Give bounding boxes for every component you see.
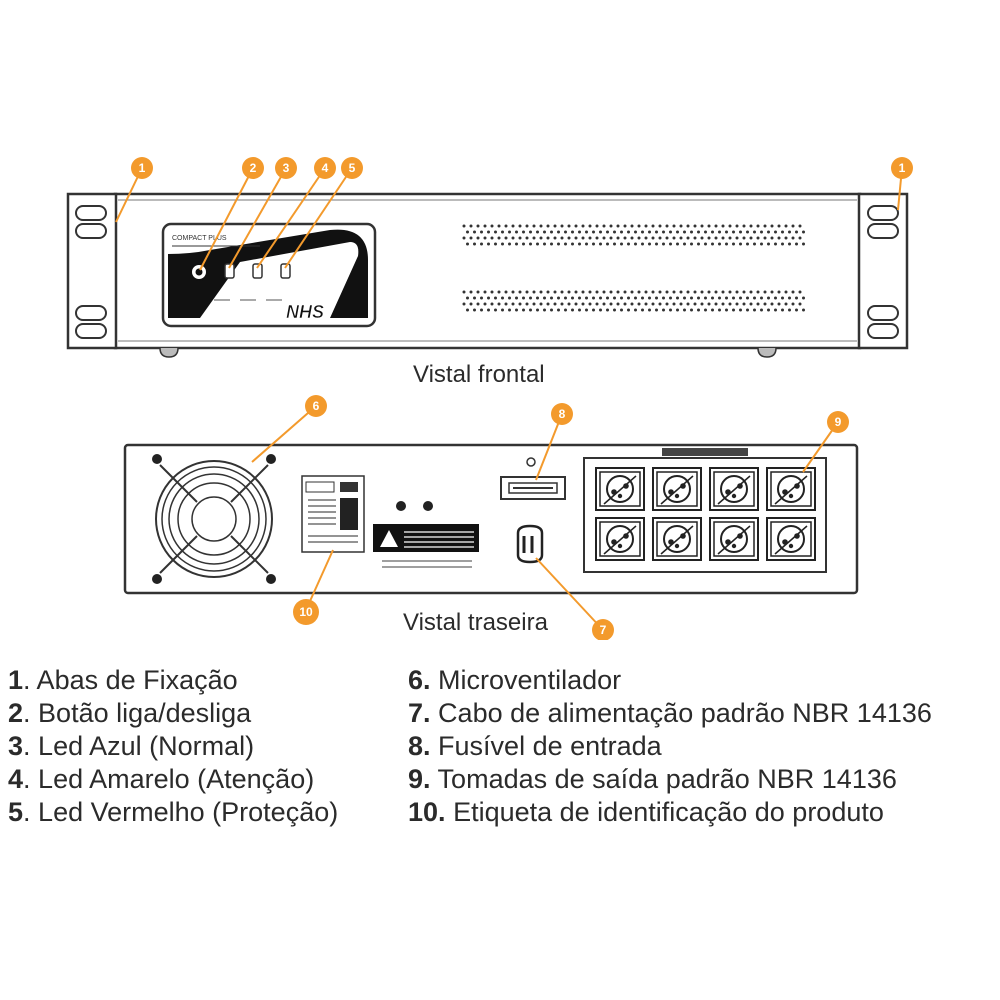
rear-view-caption: Vistal traseira <box>403 609 549 636</box>
svg-text:10: 10 <box>299 605 313 619</box>
callout-badge: 4 <box>314 157 336 179</box>
rear-screw <box>423 501 433 511</box>
warning-label <box>373 524 479 568</box>
output-socket <box>709 517 759 561</box>
output-socket <box>766 467 816 511</box>
svg-text:7: 7 <box>600 623 607 637</box>
front-view: COMPACT PLUS NHS <box>66 192 909 358</box>
svg-text:3: 3 <box>283 161 290 175</box>
callout-badge: 1 <box>131 157 153 179</box>
output-socket <box>595 467 645 511</box>
input-fuse[interactable] <box>500 457 566 500</box>
product-id-label <box>301 475 365 553</box>
legend-item: 6. Microventilador <box>408 665 622 695</box>
rear-view <box>123 443 859 595</box>
callout-badge: 7 <box>592 619 614 640</box>
panel-model-label: COMPACT PLUS <box>172 235 227 242</box>
svg-text:5: 5 <box>349 161 356 175</box>
front-view-caption: Vistal frontal <box>413 361 545 388</box>
led-red <box>280 263 291 279</box>
fan <box>152 454 276 584</box>
legend-left-column: 1. Abas de Fixação 2. Botão liga/desliga… <box>8 664 338 829</box>
svg-text:8: 8 <box>559 407 566 421</box>
callout-badge: 8 <box>551 403 573 425</box>
callout-badges: 1 1 2 3 4 5 6 7 8 9 10 <box>131 157 913 640</box>
front-foot-right <box>757 347 777 358</box>
output-socket <box>652 467 702 511</box>
svg-text:2: 2 <box>250 161 257 175</box>
output-socket <box>709 467 759 511</box>
legend-item: 4. Led Amarelo (Atenção) <box>8 764 315 794</box>
rack-ear-right <box>857 192 909 350</box>
led-yellow <box>252 263 263 279</box>
legend-item: 10. Etiqueta de identificação do produto <box>408 797 884 827</box>
power-cord-inlet <box>516 524 544 564</box>
front-ventilation-grille <box>462 224 805 312</box>
legend-item: 8. Fusível de entrada <box>408 731 662 761</box>
svg-text:6: 6 <box>313 399 320 413</box>
panel-brand-logo: NHS <box>286 302 324 322</box>
legend-item: 2. Botão liga/desliga <box>8 698 252 728</box>
callout-badge: 6 <box>305 395 327 417</box>
callout-badge: 10 <box>293 599 319 625</box>
front-control-panel: COMPACT PLUS NHS <box>161 222 377 328</box>
callout-badge: 3 <box>275 157 297 179</box>
output-socket <box>652 517 702 561</box>
svg-text:1: 1 <box>899 161 906 175</box>
led-blue <box>224 263 235 279</box>
callout-badge: 2 <box>242 157 264 179</box>
output-sockets <box>583 448 827 573</box>
legend-item: 9. Tomadas de saída padrão NBR 14136 <box>408 764 897 794</box>
svg-text:1: 1 <box>139 161 146 175</box>
legend-item: 3. Led Azul (Normal) <box>8 731 255 761</box>
legend-item: 5. Led Vermelho (Proteção) <box>8 797 339 827</box>
legend-item: 1. Abas de Fixação <box>8 665 238 695</box>
callout-badge: 5 <box>341 157 363 179</box>
output-socket <box>766 517 816 561</box>
front-foot-left <box>159 347 179 358</box>
leader-lines <box>115 167 903 631</box>
legend-right-column: 6. Microventilador 7. Cabo de alimentaçã… <box>408 664 932 829</box>
callout-badge: 1 <box>891 157 913 179</box>
rack-ear-left <box>66 192 118 350</box>
ups-diagram: COMPACT PLUS NHS <box>66 157 913 640</box>
legend-item: 7. Cabo de alimentação padrão NBR 14136 <box>408 698 932 728</box>
svg-text:4: 4 <box>322 161 329 175</box>
rear-screw <box>396 501 406 511</box>
svg-text:9: 9 <box>835 415 842 429</box>
callout-badge: 9 <box>827 411 849 433</box>
output-socket <box>595 517 645 561</box>
